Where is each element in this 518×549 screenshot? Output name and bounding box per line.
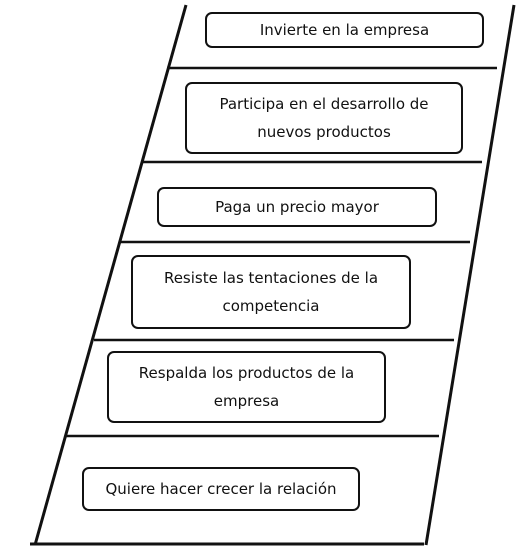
step-paga-un-precio-mayor: Paga un precio mayor	[157, 187, 437, 227]
step-label: Paga un precio mayor	[215, 198, 379, 216]
step-quiere-hacer-crecer: Quiere hacer crecer la relación	[82, 467, 360, 511]
step-label: Resiste las tentaciones de la competenci…	[163, 269, 379, 315]
step-participa-en-el-desarrollo: Participa en el desarrollo de nuevos pro…	[185, 82, 463, 154]
ladder-right-rail	[424, 4, 516, 546]
step-resiste-las-tentaciones: Resiste las tentaciones de la competenci…	[131, 255, 411, 329]
step-invierte-en-la-empresa: Invierte en la empresa	[205, 12, 484, 48]
step-label: Invierte en la empresa	[259, 21, 430, 39]
step-label: Respalda los productos de la empresa	[138, 364, 355, 410]
step-label: Quiere hacer crecer la relación	[105, 480, 337, 498]
step-label: Participa en el desarrollo de nuevos pro…	[219, 95, 429, 141]
step-respalda-los-productos: Respalda los productos de la empresa	[107, 351, 386, 423]
ladder-left-rail	[33, 4, 188, 546]
